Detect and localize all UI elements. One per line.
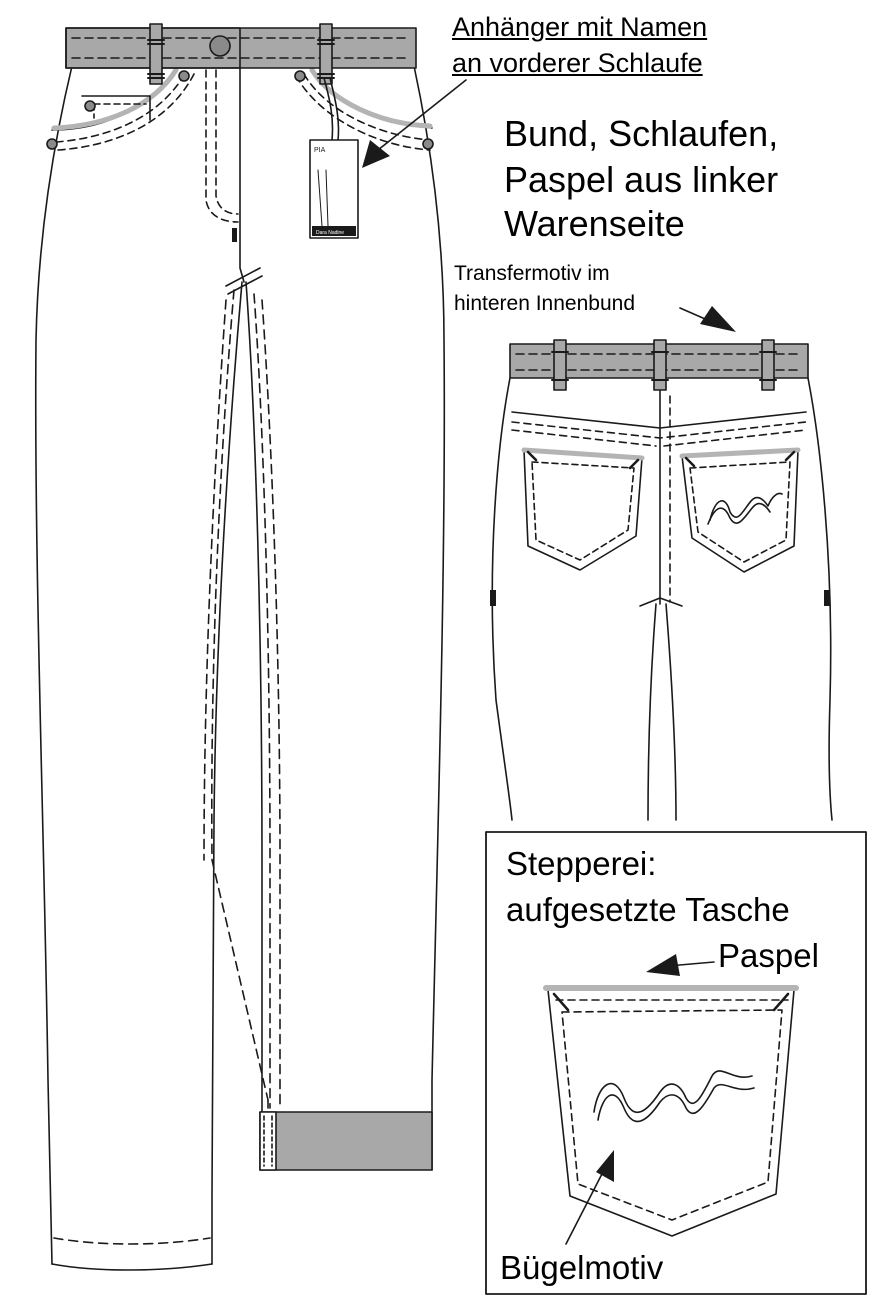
detail-pocket: [543, 985, 799, 1237]
front-left-inseam: [211, 281, 243, 1265]
back-belt-loop-right: [761, 339, 775, 391]
back-right-pocket: [681, 449, 799, 573]
front-cuff: [259, 1111, 433, 1171]
back-yoke: [511, 411, 807, 429]
back-left-outseam: [491, 377, 513, 821]
front-left-outseam: [34, 65, 73, 1265]
tag-note-line2: an vorderer Schlaufe: [452, 48, 703, 78]
hang-tag-footer: Dara Nadine: [316, 230, 344, 236]
back-right-outseam: [807, 377, 833, 821]
front-right-outseam: [413, 65, 446, 1171]
wave-motif-icon: [709, 492, 783, 521]
front-view-pants: [34, 65, 446, 1271]
callout-arrow-icon: [377, 79, 467, 151]
back-belt-loop-left: [553, 339, 567, 391]
piping-label: Paspel: [718, 937, 819, 974]
detail-box: [485, 831, 867, 1295]
coin-pocket: [81, 95, 151, 121]
material-note-line1: Bund, Schlaufen,: [504, 113, 779, 154]
transfer-note-line2: hinteren Innenbund: [454, 292, 635, 315]
hang-tag: [309, 77, 359, 239]
transfer-note-line1: Transfermotiv im: [454, 262, 610, 285]
bartack-fly: [232, 228, 237, 242]
tag-note-line1: Anhänger mit Namen: [452, 12, 708, 42]
hang-tag-brand: PIA: [314, 147, 326, 154]
back-belt-loop-center: [653, 339, 667, 391]
back-left-inseam: [647, 603, 657, 821]
front-center-seam: [239, 67, 245, 283]
motif-label: Bügelmotiv: [500, 1249, 664, 1286]
rivet-icon: [178, 70, 190, 82]
front-waistband: [65, 27, 417, 69]
shank-button-icon: [209, 35, 231, 57]
back-view-pants: [490, 375, 833, 821]
back-right-inseam: [665, 603, 677, 821]
front-right-inseam: [245, 281, 263, 1171]
material-note-line3: Warenseite: [504, 203, 685, 244]
front-left-hem: [51, 1263, 213, 1271]
detail-title-line2: aufgesetzte Tasche: [506, 891, 790, 928]
detail-title-line1: Stepperei:: [506, 845, 657, 882]
material-note-line2: Paspel aus linker: [504, 159, 779, 200]
front-fly-stitch: [205, 69, 239, 223]
